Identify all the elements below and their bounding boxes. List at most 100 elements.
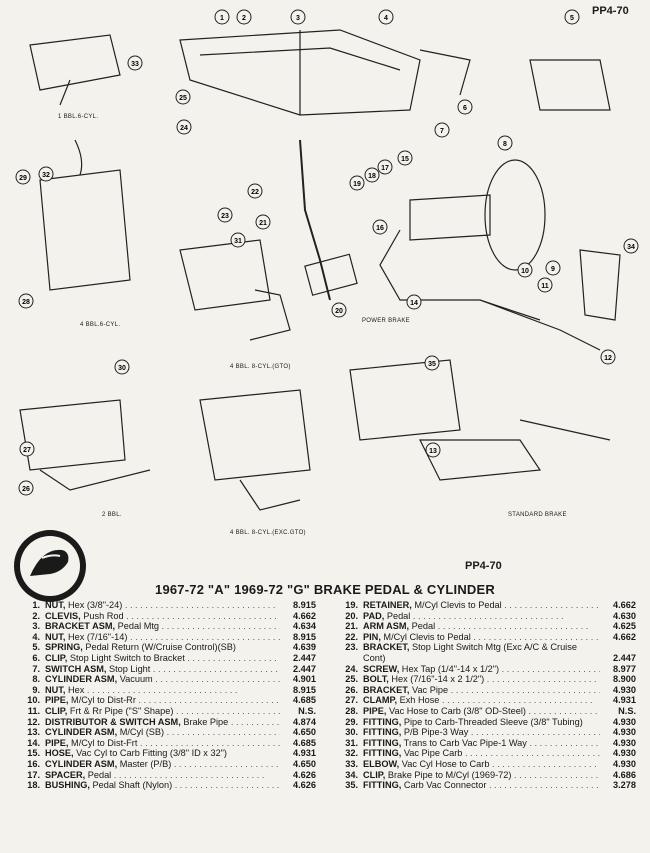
callout-24: 24 xyxy=(176,119,192,135)
part-number: 33. xyxy=(345,758,358,769)
part-name: SCREW, xyxy=(363,663,400,674)
part-desc-text: M/Cyl Clevis to Pedal xyxy=(411,600,502,610)
part-catalog-code: 4.685 xyxy=(293,695,316,706)
svg-text:2: 2 xyxy=(242,15,246,22)
part-desc-text: Exh Hose xyxy=(397,695,440,706)
part-catalog-code: 4.930 xyxy=(613,758,636,769)
diagram-line-art xyxy=(19,29,621,511)
part-description: SPRING, Pedal Return (W/Cruise Control)(… xyxy=(45,642,280,653)
part-description: CYLINDER ASM, Master (P/B) . . . . . . .… xyxy=(45,758,280,769)
part-number: 15. xyxy=(27,748,40,759)
callout-1: 1 xyxy=(214,9,230,25)
part-desc-text: Pedal Mtg xyxy=(115,621,160,632)
part-description: NUT, Hex (7/16"-14) . . . . . . . . . . … xyxy=(45,631,280,642)
part-row: 12.DISTRIBUTOR & SWITCH ASM, Brake Pipe … xyxy=(18,717,316,728)
part-description: CYLINDER ASM, M/Cyl (SB) . . . . . . . .… xyxy=(45,727,280,738)
label-standard-brake: STANDARD BRAKE xyxy=(508,512,567,518)
part-row: 19.RETAINER, M/Cyl Clevis to Pedal . . .… xyxy=(336,600,636,611)
callout-8: 8 xyxy=(497,135,513,151)
svg-text:33: 33 xyxy=(131,61,139,68)
part-name: BUSHING, xyxy=(45,780,90,791)
part-description: PAD, Pedal . . . . . . . . . . . . . . .… xyxy=(363,610,564,621)
part-number: 25. xyxy=(345,674,358,685)
part-desc-text: Pedal xyxy=(85,769,112,780)
part-name: CYLINDER ASM, xyxy=(45,727,118,738)
label-power-brake: POWER BRAKE xyxy=(362,318,410,324)
part-name: PIPE, xyxy=(45,695,69,706)
part-catalog-code: N.S. xyxy=(298,705,316,716)
part-catalog-code: 8.915 xyxy=(293,600,316,610)
part-desc-text: M/Cyl (SB) xyxy=(117,727,165,738)
part-number: 26. xyxy=(345,684,358,695)
part-row: 10. PIPE, M/Cyl to Dist-Rr . . . . . . . … xyxy=(18,695,316,706)
part-number: 32. xyxy=(345,748,358,759)
callout-bubbles: 1 2 3 4 5 6 7 8 9 10 11 12 13 14 15 16 1… xyxy=(15,9,639,496)
part-description: CLIP, Stop Light Switch to Bracket . . .… xyxy=(45,652,280,663)
part-catalog-code: 4.650 xyxy=(293,758,316,769)
part-desc-text: Pedal xyxy=(384,610,411,621)
part-description: PIPE, M/Cyl to Dist-Rr . . . . . . . . .… xyxy=(45,695,280,706)
part-catalog-code: 4.901 xyxy=(293,674,316,685)
part-catalog-code: 4.686 xyxy=(613,769,636,780)
callout-17: 17 xyxy=(377,159,393,175)
part-catalog-code: 4.662 xyxy=(293,610,316,621)
part-desc-text: Hex (7/16"-14) xyxy=(65,631,128,642)
part-desc-text: Carb Vac Connector xyxy=(401,780,487,791)
part-number: 16. xyxy=(27,758,40,769)
part-number: 34. xyxy=(345,769,358,780)
part-description: DISTRIBUTOR & SWITCH ASM, Brake Pipe . .… xyxy=(45,716,280,727)
part-row: 20.PAD, Pedal . . . . . . . . . . . . . … xyxy=(336,611,636,622)
part-desc-text: Pedal Shaft (Nylon) xyxy=(89,780,173,791)
part-name: CLIP, xyxy=(363,769,386,780)
part-row: 27.CLAMP, Exh Hose . . . . . . . . . . .… xyxy=(336,695,636,706)
part-desc-text: Trans to Carb Vac Pipe-1 Way xyxy=(401,737,527,748)
callout-20: 20 xyxy=(331,302,347,318)
part-number: 2. xyxy=(32,610,40,621)
part-number: 13. xyxy=(27,727,40,738)
svg-text:9: 9 xyxy=(551,266,555,273)
parts-list-left: 1.NUT, Hex (3/8"-24) . . . . . . . . . .… xyxy=(18,600,316,791)
part-catalog-code: 8.915 xyxy=(293,684,316,695)
callout-32: 32 xyxy=(38,166,54,182)
part-catalog-code: 4.930 xyxy=(613,716,636,727)
label-4bbl-6cyl: 4 BBL.6-CYL. xyxy=(80,322,121,328)
part-description: FITTING, Carb Vac Connector . . . . . . … xyxy=(363,780,600,791)
part-row: 23.BRACKET, Stop Light Switch Mtg (Exc A… xyxy=(336,642,636,663)
callout-34: 34 xyxy=(623,238,639,254)
callout-29: 29 xyxy=(15,169,31,185)
part-desc-text: Master (P/B) xyxy=(117,758,172,769)
part-row: 29.FITTING, Pipe to Carb-Threaded Sleeve… xyxy=(336,717,636,728)
part-catalog-code: 8.915 xyxy=(293,631,316,642)
part-number: 35. xyxy=(345,780,358,791)
part-name: CLIP, xyxy=(45,705,68,716)
part-row: 8.CYLINDER ASM, Vacuum . . . . . . . . .… xyxy=(18,674,316,685)
part-catalog-code: 4.662 xyxy=(613,631,636,642)
part-description: FITTING, Trans to Carb Vac Pipe-1 Way . … xyxy=(363,737,600,748)
part-desc-text: Hex xyxy=(65,684,85,695)
part-name: CLEVIS, xyxy=(45,610,81,621)
part-desc-text: Frt & Rr Pipe ("S" Shape) xyxy=(67,705,174,716)
part-catalog-code: 4.930 xyxy=(613,737,636,748)
part-description: SWITCH ASM, Stop Light . . . . . . . . .… xyxy=(45,663,280,674)
callout-3: 3 xyxy=(290,9,306,25)
part-name: NUT, xyxy=(45,600,66,610)
part-name: BRACKET, xyxy=(363,642,410,653)
svg-text:35: 35 xyxy=(428,361,436,368)
part-row: 1.NUT, Hex (3/8"-24) . . . . . . . . . .… xyxy=(18,600,316,611)
part-row: 7.SWITCH ASM, Stop Light . . . . . . . .… xyxy=(18,664,316,675)
callout-15: 15 xyxy=(397,150,413,166)
callout-33: 33 xyxy=(127,55,143,71)
part-row: 31. FITTING, Trans to Carb Vac Pipe-1 Way… xyxy=(336,738,636,749)
callout-19: 19 xyxy=(349,175,365,191)
part-number: 31. xyxy=(345,737,358,748)
part-number: 10. xyxy=(27,695,40,706)
part-name: CLAMP, xyxy=(363,695,398,706)
part-catalog-code: 3.278 xyxy=(613,780,636,791)
part-catalog-code: 4.931 xyxy=(613,695,636,706)
part-name: FITTING, xyxy=(363,780,402,791)
part-desc-text: Stop Light xyxy=(106,663,151,674)
part-desc-text: Push Rod xyxy=(80,610,124,621)
callout-6: 6 xyxy=(457,99,473,115)
part-catalog-code: 4.685 xyxy=(293,737,316,748)
part-row: 16. CYLINDER ASM, Master (P/B) . . . . . … xyxy=(18,759,316,770)
